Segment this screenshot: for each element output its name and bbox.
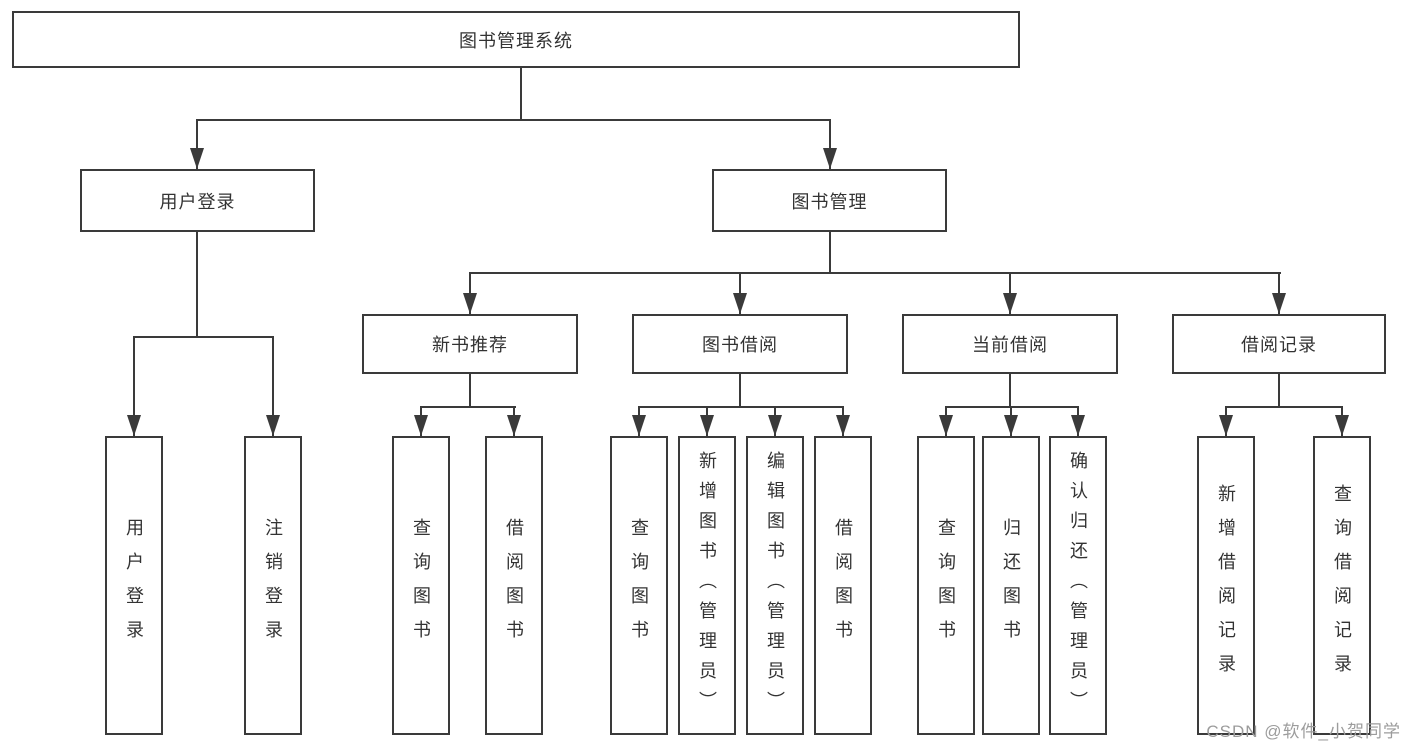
node-library-management-system: 图书管理系统	[12, 11, 1020, 68]
connector-line	[945, 406, 1079, 408]
node-label: 新书推荐	[432, 335, 508, 355]
connector-line	[196, 119, 831, 121]
connector-arrow	[939, 415, 953, 436]
connector-arrow	[463, 293, 477, 314]
connector-line	[196, 230, 198, 336]
node-book-management: 图书管理	[712, 169, 947, 232]
node-leaf-add-books-admin: 新增图书（管理员）	[678, 436, 736, 735]
node-label: 当前借阅	[972, 335, 1048, 355]
connector-line	[420, 406, 516, 408]
connector-arrow	[768, 415, 782, 436]
node-current-borrowing: 当前借阅	[902, 314, 1118, 374]
connector-arrow	[733, 293, 747, 314]
node-label: 归还图书	[1001, 517, 1021, 654]
node-label: 图书借阅	[702, 335, 778, 355]
node-label: 查询借阅记录	[1332, 483, 1352, 688]
connector-line	[469, 272, 1281, 274]
node-label: 注销登录	[263, 517, 283, 654]
connector-arrow	[700, 415, 714, 436]
connector-line	[272, 336, 274, 436]
node-user-login: 用户登录	[80, 169, 315, 232]
connector-line	[1278, 372, 1280, 406]
connector-line	[196, 119, 198, 169]
connector-line	[469, 372, 471, 406]
node-leaf-borrow-books: 借阅图书	[814, 436, 872, 735]
connector-line	[133, 336, 274, 338]
connector-arrow	[1219, 415, 1233, 436]
node-label: 用户登录	[124, 517, 144, 654]
node-leaf-edit-books-admin: 编辑图书（管理员）	[746, 436, 804, 735]
connector-arrow	[836, 415, 850, 436]
connector-arrow	[266, 415, 280, 436]
connector-line	[1225, 406, 1343, 408]
connector-line	[829, 230, 831, 274]
node-leaf-logout: 注销登录	[244, 436, 302, 735]
connector-arrow	[823, 148, 837, 169]
node-leaf-query-borrow-record: 查询借阅记录	[1313, 436, 1371, 735]
node-label: 借阅记录	[1241, 335, 1317, 355]
connector-arrow	[632, 415, 646, 436]
connector-arrow	[1272, 293, 1286, 314]
connector-line	[739, 372, 741, 406]
node-leaf-query-books-borrow: 查询图书	[610, 436, 668, 735]
node-label: 新增图书（管理员）	[697, 450, 717, 721]
connector-arrow	[1004, 415, 1018, 436]
node-leaf-user-login: 用户登录	[105, 436, 163, 735]
node-borrowing-records: 借阅记录	[1172, 314, 1386, 374]
node-leaf-query-books-recommend: 查询图书	[392, 436, 450, 735]
node-leaf-query-books-current: 查询图书	[917, 436, 975, 735]
node-label: 图书管理	[791, 191, 868, 212]
connector-arrow	[1335, 415, 1349, 436]
node-label: 借阅图书	[833, 517, 853, 654]
connector-line	[520, 66, 522, 121]
connector-line	[829, 119, 831, 169]
node-label: 图书管理系统	[459, 30, 573, 51]
node-leaf-confirm-return-admin: 确认归还（管理员）	[1049, 436, 1107, 735]
connector-arrow	[127, 415, 141, 436]
connector-arrow	[1071, 415, 1085, 436]
node-leaf-return-books: 归还图书	[982, 436, 1040, 735]
node-new-book-recommendation: 新书推荐	[362, 314, 578, 374]
node-label: 新增借阅记录	[1216, 483, 1236, 688]
node-label: 查询图书	[411, 517, 431, 654]
node-label: 确认归还（管理员）	[1068, 450, 1088, 721]
connector-arrow	[507, 415, 521, 436]
node-book-borrowing: 图书借阅	[632, 314, 848, 374]
node-leaf-borrow-books-recommend: 借阅图书	[485, 436, 543, 735]
node-label: 用户登录	[159, 191, 236, 212]
node-leaf-add-borrow-record: 新增借阅记录	[1197, 436, 1255, 735]
node-label: 借阅图书	[504, 517, 524, 654]
connector-arrow	[1003, 293, 1017, 314]
connector-line	[1009, 372, 1011, 406]
node-label: 查询图书	[936, 517, 956, 654]
csdn-watermark: CSDN @软件_小贺同学	[1206, 722, 1401, 741]
node-label: 编辑图书（管理员）	[765, 450, 785, 721]
node-label: 查询图书	[629, 517, 649, 654]
connector-arrow	[190, 148, 204, 169]
connector-line	[133, 336, 135, 436]
connector-arrow	[414, 415, 428, 436]
connector-line	[638, 406, 844, 408]
